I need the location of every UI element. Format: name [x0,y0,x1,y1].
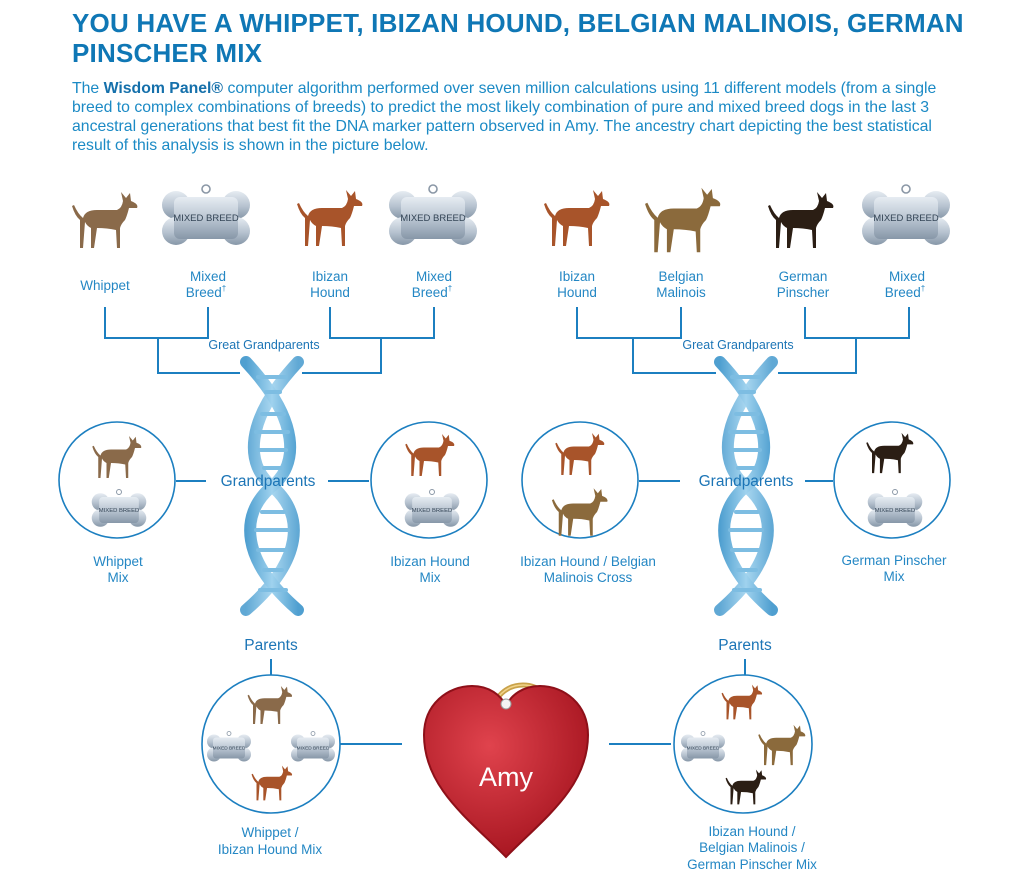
mixed-breed-tag-icon: MIXED BREED [861,184,951,246]
label-hound: Hound [310,285,350,300]
svg-text:MIXED BREED: MIXED BREED [99,508,139,514]
ibizan-hound-dog-icon [544,190,610,246]
label-mixed-breed-2: Breed† [885,284,925,300]
mixed-breed-tag-icon: MIXED BREED [388,184,478,246]
label-mixed-breed: Mixed [416,269,452,284]
svg-text:MIXED BREED: MIXED BREED [173,213,239,224]
page-title: YOU HAVE A WHIPPET, IBIZAN HOUND, BELGIA… [72,8,964,68]
svg-text:MIXED BREED: MIXED BREED [213,746,246,752]
label-parent-right-3: German Pinscher Mix [687,857,817,872]
label-ibizan-malinois-2: Malinois Cross [544,570,633,585]
label-mixed-breed: Mixed [889,269,925,284]
label-mixed-breed-2: Breed† [186,284,226,300]
parent-circle-ibizan-malinois-pinscher [673,674,813,814]
label-ibizan: Ibizan [559,269,595,284]
label-hound: Hound [557,285,597,300]
grandparents-heading-right: Grandparents [699,473,794,490]
grandparent-circle-ibizan-malinois [521,421,639,539]
label-parent-right-1: Ibizan Hound / [708,824,795,839]
label-ibizan-malinois-1: Ibizan Hound / Belgian [520,554,656,569]
mixed-breed-tag-icon: MIXED BREED [680,731,726,762]
label-pinscher: Pinscher [777,285,830,300]
label-ibizan-mix-2: Mix [420,570,441,585]
label-malinois: Malinois [656,285,706,300]
grandparent-circle-pinscher-mix [833,421,951,539]
intro-prefix: The [72,80,104,97]
grandparent-circle-whippet-mix [58,421,176,539]
svg-text:MIXED BREED: MIXED BREED [875,508,915,514]
svg-text:MIXED BREED: MIXED BREED [412,508,452,514]
ibizan-hound-dog-icon [297,190,363,246]
great-grandparent-labels: Whippet Mixed Breed† Ibizan Hound Mixed … [80,269,925,300]
mixed-breed-tag-icon: MIXED BREED [867,489,923,528]
great-grandparent-connectors [104,307,910,374]
svg-text:MIXED BREED: MIXED BREED [687,746,720,752]
dog-name: Amy [479,762,534,792]
label-mixed-breed: Mixed [190,269,226,284]
parents-heading-right: Parents [718,637,772,654]
label-whippet-mix-2: Mix [108,570,129,585]
grandparents-heading-left: Grandparents [221,473,316,490]
label-parent-right-2: Belgian Malinois / [699,840,805,855]
mixed-breed-tag-icon: MIXED BREED [161,184,251,246]
svg-text:MIXED BREED: MIXED BREED [297,746,330,752]
parents-heading-left: Parents [244,637,298,654]
grandparent-circle-ibizan-mix [370,421,488,539]
german-pinscher-dog-icon [768,192,834,248]
label-parent-left-2: Ibizan Hound Mix [218,842,323,857]
label-belgian: Belgian [658,269,703,284]
intro-text: computer algorithm performed over seven … [72,80,937,154]
label-whippet: Whippet [80,278,130,293]
label-german: German [779,269,828,284]
label-pinscher-mix-2: Mix [884,569,905,584]
parent-circle-whippet-ibizan [201,674,341,814]
mixed-breed-tag-icon: MIXED BREED [404,489,460,528]
label-pinscher-mix-1: German Pinscher [841,553,947,568]
great-grandparents-heading-left: Great Grandparents [208,338,319,352]
label-ibizan: Ibizan [312,269,348,284]
mixed-breed-tag-icon: MIXED BREED [290,731,336,762]
label-parent-left-1: Whippet / [241,825,298,840]
label-whippet-mix-1: Whippet [93,554,143,569]
belgian-malinois-dog-icon [645,187,721,253]
brand-name: Wisdom Panel® [103,80,224,97]
label-mixed-breed-2: Breed† [412,284,452,300]
amy-heart-tag-icon: Amy [422,682,590,859]
svg-text:MIXED BREED: MIXED BREED [873,213,939,224]
mixed-breed-tag-icon: MIXED BREED [206,731,252,762]
dna-helix-right-icon [714,356,778,616]
label-ibizan-mix-1: Ibizan Hound [390,554,470,569]
svg-text:MIXED BREED: MIXED BREED [400,213,466,224]
dna-helix-left-icon [240,356,304,616]
whippet-dog-icon [72,192,138,248]
great-grandparents-heading-right: Great Grandparents [682,338,793,352]
mixed-breed-tag-icon: MIXED BREED [91,489,147,528]
intro-paragraph: The Wisdom Panel® computer algorithm per… [72,79,952,155]
ancestry-chart: MIXED BREED MIXED BREED MIXED BREED Whip… [58,184,951,872]
